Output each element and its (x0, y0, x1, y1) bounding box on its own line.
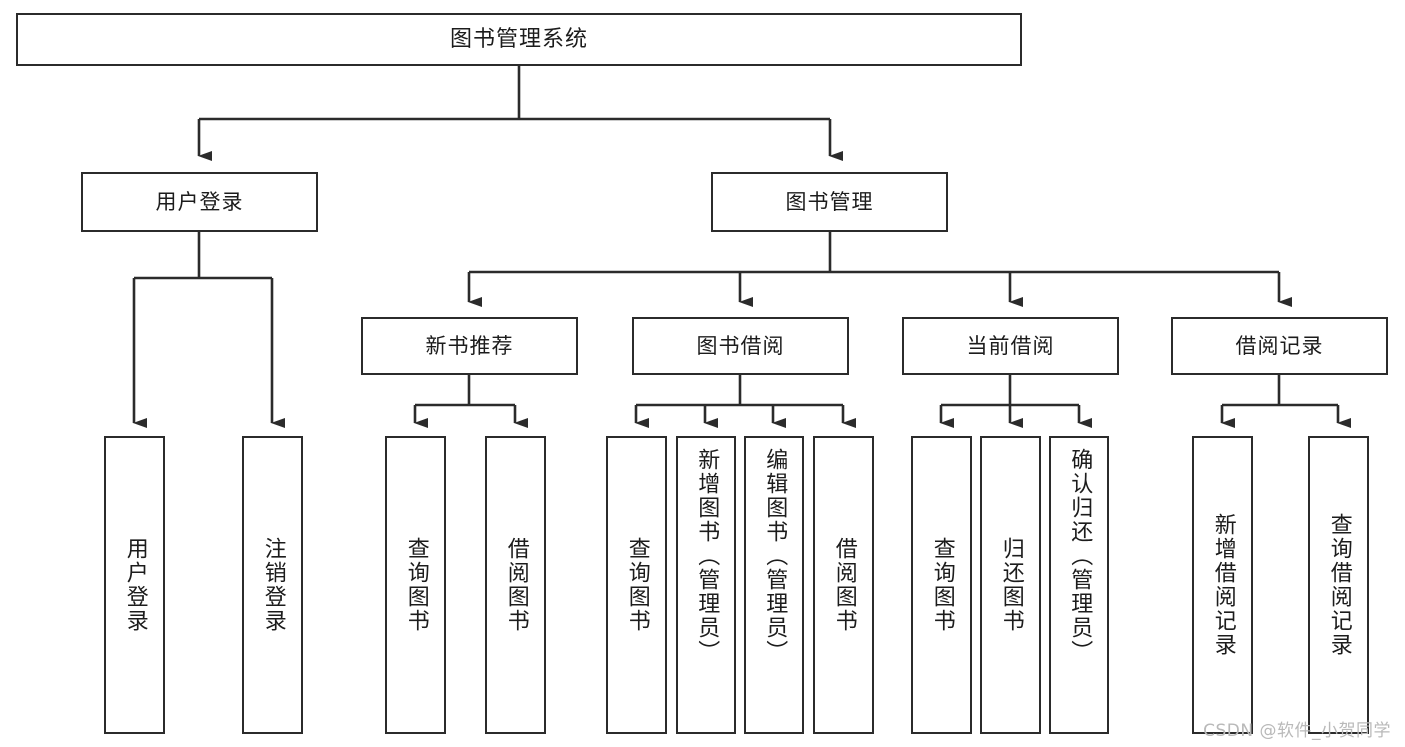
leaf-borrow-book-recommend[interactable]: 借阅图书 (485, 436, 546, 734)
node-current-borrow[interactable]: 当前借阅 (902, 317, 1119, 375)
leaf-borrow-book-borrow[interactable]: 借阅图书 (813, 436, 874, 734)
leaf-query-book-current[interactable]: 查询图书 (911, 436, 972, 734)
node-label: 借阅图书 (831, 537, 857, 633)
node-label: 用户登录 (122, 537, 148, 633)
node-label: 借阅记录 (1235, 333, 1324, 358)
node-label: 用户登录 (155, 189, 244, 214)
leaf-confirm-return-admin[interactable]: 确认归还（管理员） (1049, 436, 1109, 734)
leaf-add-borrow-record[interactable]: 新增借阅记录 (1192, 436, 1253, 734)
leaf-user-login[interactable]: 用户登录 (104, 436, 165, 734)
leaf-logout[interactable]: 注销登录 (242, 436, 303, 734)
node-borrow-record[interactable]: 借阅记录 (1171, 317, 1388, 375)
node-label: 新增借阅记录 (1210, 513, 1236, 657)
node-new-book-recommend[interactable]: 新书推荐 (361, 317, 578, 375)
node-label: 编辑图书（管理员） (762, 448, 788, 664)
node-label: 查询图书 (403, 537, 429, 633)
node-label: 新增图书（管理员） (694, 448, 720, 664)
node-root-system[interactable]: 图书管理系统 (16, 13, 1022, 66)
leaf-return-book[interactable]: 归还图书 (980, 436, 1041, 734)
leaf-query-book-borrow[interactable]: 查询图书 (606, 436, 667, 734)
node-label: 图书借阅 (696, 333, 785, 358)
node-label: 图书管理系统 (449, 26, 588, 52)
node-label: 图书管理 (785, 189, 874, 214)
node-label: 当前借阅 (966, 333, 1055, 358)
leaf-query-book-recommend[interactable]: 查询图书 (385, 436, 446, 734)
node-label: 新书推荐 (425, 333, 514, 358)
node-label: 借阅图书 (503, 537, 529, 633)
node-book-management[interactable]: 图书管理 (711, 172, 948, 232)
node-label: 查询图书 (624, 537, 650, 633)
node-label: 查询借阅记录 (1326, 513, 1352, 657)
node-book-borrow[interactable]: 图书借阅 (632, 317, 849, 375)
node-label: 归还图书 (998, 537, 1024, 633)
leaf-add-book-admin[interactable]: 新增图书（管理员） (676, 436, 736, 734)
leaf-query-borrow-record[interactable]: 查询借阅记录 (1308, 436, 1369, 734)
node-user-login[interactable]: 用户登录 (81, 172, 318, 232)
leaf-edit-book-admin[interactable]: 编辑图书（管理员） (744, 436, 804, 734)
node-label: 查询图书 (929, 537, 955, 633)
node-label: 确认归还（管理员） (1067, 448, 1093, 664)
node-label: 注销登录 (260, 537, 286, 633)
